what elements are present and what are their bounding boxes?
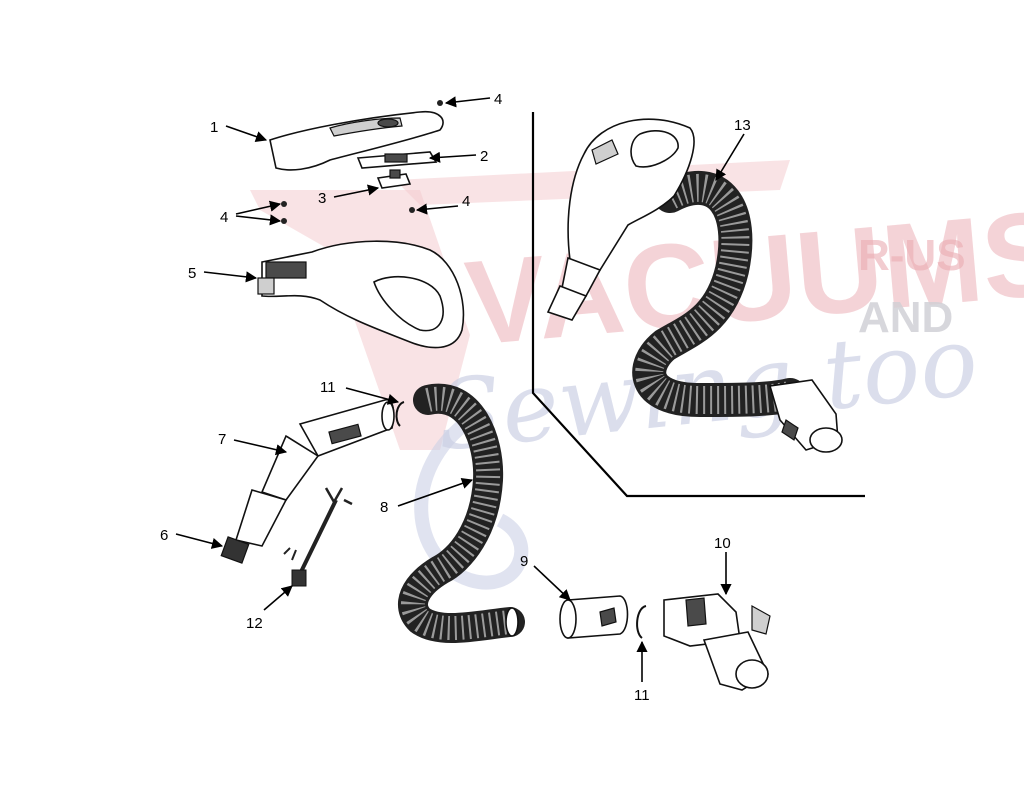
callout-8: 8 — [380, 478, 474, 516]
callout-2: 2 — [428, 148, 488, 165]
part-3-switch — [376, 169, 412, 189]
callout-11-upper-label: 11 — [320, 379, 336, 396]
part-13-assembled-hose — [546, 118, 843, 453]
part-11-retaining-ring-lower — [636, 605, 647, 639]
watermark-rus-text: R-US — [858, 231, 966, 280]
callout-13: 13 — [715, 117, 751, 181]
callout-9: 9 — [520, 553, 571, 601]
callout-13-label: 13 — [734, 117, 751, 134]
callout-12-label: 12 — [246, 615, 263, 632]
callout-1-label: 1 — [210, 119, 218, 136]
callout-11-lower-label: 11 — [634, 687, 650, 704]
part-4-screws — [281, 100, 443, 224]
part-8-hose — [398, 383, 525, 644]
callout-6: 6 — [160, 527, 224, 549]
callout-4-top: 4 — [444, 91, 502, 108]
callout-10: 10 — [714, 535, 732, 596]
callout-2-label: 2 — [480, 148, 488, 165]
callout-11-lower: 11 — [634, 640, 650, 704]
callout-4-left: 4 — [220, 200, 282, 226]
callout-7-label: 7 — [218, 431, 226, 448]
part-2-switch-bracket — [356, 151, 438, 169]
callout-4-left-label: 4 — [220, 209, 228, 226]
callout-9-label: 9 — [520, 553, 528, 570]
callout-12: 12 — [246, 585, 293, 632]
part-12-wire-assembly — [283, 487, 353, 587]
callout-4-top-label: 4 — [494, 91, 502, 108]
callout-3: 3 — [318, 184, 380, 207]
callout-1: 1 — [210, 119, 268, 142]
callout-5: 5 — [188, 265, 258, 283]
callout-5-label: 5 — [188, 265, 196, 282]
part-9-hose-cuff — [559, 595, 629, 639]
callout-7: 7 — [218, 431, 288, 456]
part-5-handle-bottom-housing — [257, 240, 465, 349]
callout-11-upper: 11 — [320, 379, 400, 405]
callout-10-label: 10 — [714, 535, 731, 552]
callout-3-label: 3 — [318, 190, 326, 207]
part-1-handle-top-cover — [269, 110, 444, 171]
part-6-end-nut — [220, 536, 250, 564]
callout-4-right-label: 4 — [462, 193, 470, 210]
callout-4-right: 4 — [415, 193, 470, 215]
callout-6-label: 6 — [160, 527, 168, 544]
assembled-view-frame — [531, 112, 865, 498]
watermark-and-text: AND — [858, 293, 953, 342]
part-10-swivel-connector — [663, 593, 771, 691]
part-7-wand-elbow — [234, 399, 395, 547]
callout-8-label: 8 — [380, 499, 388, 516]
part-11-retaining-ring-upper — [395, 401, 405, 427]
